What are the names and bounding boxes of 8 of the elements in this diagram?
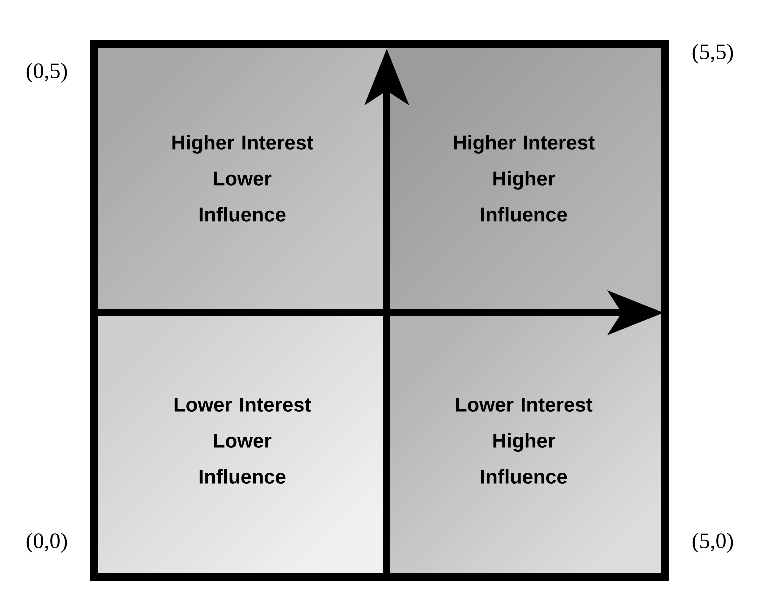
quadrant-text: Higher Interest Higher Influence (454, 135, 595, 222)
coordinate-label: (0,5) (26, 63, 68, 83)
quadrant-text: Higher Interest Lower Influence (172, 135, 314, 222)
quadrant-text: Lower Interest Higher Influence (456, 398, 593, 484)
coordinate-label: (5,0) (692, 533, 734, 553)
coordinate-label: (0,0) (26, 533, 68, 553)
coordinate-label: (5,5) (692, 44, 734, 64)
quadrant-text: Lower Interest Lower Influence (174, 398, 312, 484)
